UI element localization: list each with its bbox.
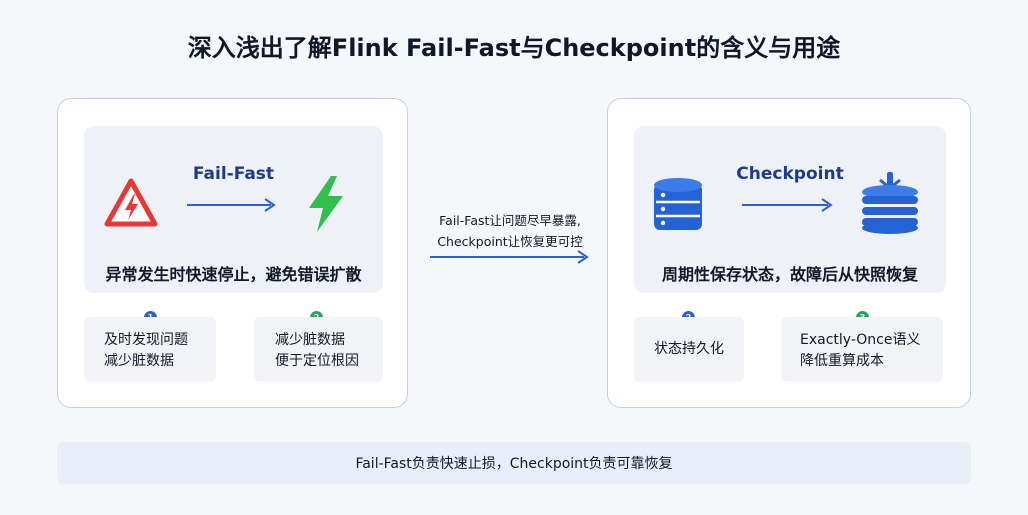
checkpoint-description: 周期性保存状态，故障后从快照恢复 (661, 265, 918, 284)
checkpoint-card-2: Exactly-Once语义 降低重算成本 (781, 317, 943, 382)
fail-fast-hero: Fail-Fast 异常发生时快速停止，避免错误扩散 (84, 126, 383, 293)
checkpoint-arrow (742, 198, 833, 212)
connector-arrow (430, 250, 589, 264)
database-icon (654, 178, 702, 230)
checkpoint-heading: Checkpoint (736, 164, 844, 184)
summary-footer: Fail-Fast负责快速止损，Checkpoint负责可靠恢复 (57, 442, 971, 484)
card-line: 便于定位根因 (275, 353, 359, 369)
connector-caption: Fail-Fast让问题尽早暴露, Checkpoint让恢复更可控 (424, 210, 596, 252)
card-line: 降低重算成本 (800, 353, 884, 369)
checkpoint-hero: Checkpoint 周期性保存状态，故障后从快照恢复 (634, 126, 946, 293)
fail-fast-card-2: 减少脏数据 便于定位根因 (254, 317, 383, 382)
card-line: 状态持久化 (654, 341, 724, 357)
fail-fast-arrow (187, 198, 276, 212)
warning-icon (104, 178, 158, 227)
card-line: Exactly-Once语义 (800, 332, 921, 348)
fail-fast-heading: Fail-Fast (192, 164, 275, 184)
card-line: 及时发现问题 (104, 332, 188, 348)
connector-line: Fail-Fast让问题尽早暴露, (439, 213, 581, 228)
fail-fast-card-1: 及时发现问题 减少脏数据 (84, 317, 216, 382)
page-title: 深入浅出了解Flink Fail-Fast与Checkpoint的含义与用途 (187, 34, 841, 62)
fail-fast-description: 异常发生时快速停止，避免错误扩散 (105, 265, 362, 284)
lightning-icon (309, 176, 343, 232)
checkpoint-panel: Checkpoint 周期性保存状态，故障后从快照恢复 2 状态持久化 (607, 98, 971, 408)
card-line: 减少脏数据 (275, 332, 345, 348)
database-restore-icon (862, 172, 918, 234)
connector-line: Checkpoint让恢复更可控 (437, 234, 583, 249)
fail-fast-panel: Fail-Fast 异常发生时快速停止，避免错误扩散 1 及时发现问题 减少脏数… (57, 98, 408, 408)
checkpoint-card-1: 状态持久化 (634, 317, 744, 382)
card-line: 减少脏数据 (104, 353, 174, 369)
